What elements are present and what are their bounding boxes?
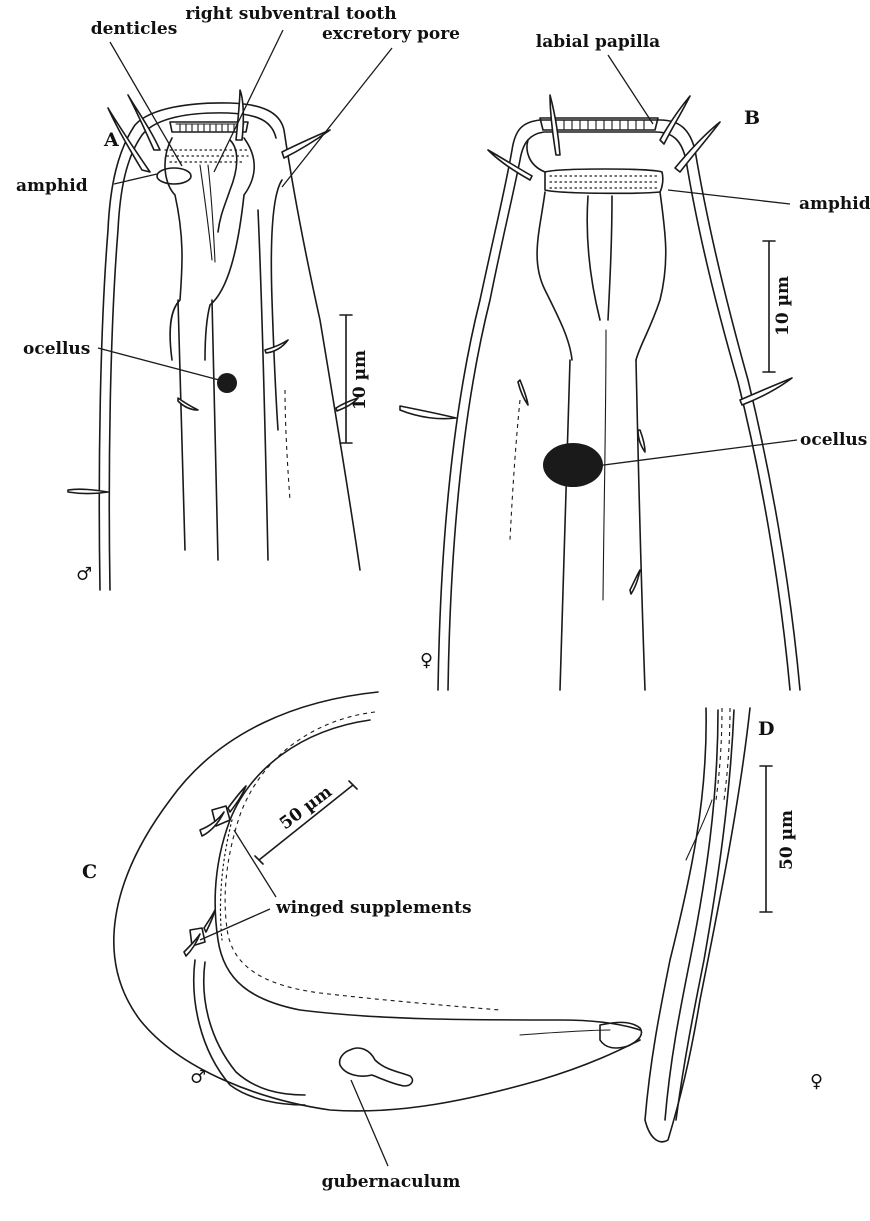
sex-symbol-c: ♂ (190, 1067, 206, 1088)
panel-letter-a: A (103, 129, 119, 151)
label-excretory-pore: excretory pore (322, 24, 460, 44)
label-winged-supplements: winged supplements (275, 898, 472, 918)
panel-letter-d: D (758, 718, 774, 740)
label-right-subventral-tooth: right subventral tooth (185, 4, 396, 24)
scale-label-c: 50 µm (276, 782, 336, 834)
panel-letter-b: B (744, 107, 760, 129)
scale-bars (255, 241, 775, 912)
label-ocellus-b: ocellus (800, 430, 867, 450)
label-ocellus-a: ocellus (23, 339, 90, 359)
panel-letters: A B C D (82, 107, 774, 883)
panel-letter-c: C (82, 861, 97, 883)
labels: denticles right subventral tooth excreto… (16, 4, 870, 1192)
label-labial-papilla: labial papilla (536, 32, 660, 52)
scale-labels: 10 µm 10 µm 50 µm 50 µm (276, 276, 797, 870)
sex-symbol-a: ♂ (76, 564, 92, 585)
scale-label-d: 50 µm (777, 810, 797, 870)
label-denticles: denticles (91, 19, 178, 39)
scale-label-b: 10 µm (773, 276, 793, 336)
panel-b-drawing (400, 95, 800, 690)
label-amphid-a: amphid (16, 176, 88, 196)
label-amphid-b: amphid (799, 194, 870, 214)
leader-lines (98, 30, 797, 1166)
sex-symbol-b: ♀ (420, 650, 433, 671)
label-gubernaculum: gubernaculum (322, 1172, 461, 1192)
scale-label-a: 10 µm (350, 350, 370, 410)
sex-symbol-d: ♀ (810, 1071, 823, 1092)
panel-a-drawing (68, 90, 360, 590)
panel-d-drawing (645, 708, 750, 1142)
